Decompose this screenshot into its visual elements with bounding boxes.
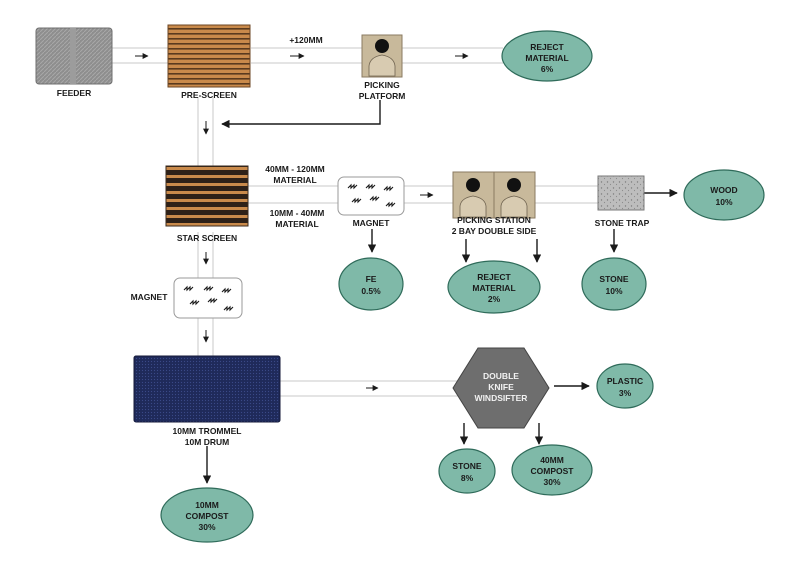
mid-fraction-label-2: MATERIAL — [273, 175, 316, 185]
magnet-icon — [183, 285, 234, 312]
pre-screen-label: PRE-SCREEN — [181, 90, 237, 100]
svg-text:10MM: 10MM — [195, 500, 219, 510]
conveyors — [112, 47, 598, 397]
output-plastic: PLASTIC 3% — [596, 363, 654, 409]
picker-person-icon — [368, 54, 396, 77]
windsifter-label-2: KNIFE — [488, 382, 514, 392]
fine-fraction-label-2: MATERIAL — [275, 219, 318, 229]
svg-text:10%: 10% — [605, 286, 622, 296]
magnet-2-label: MAGNET — [131, 292, 169, 302]
trommel: 10MM TROMMEL 10M DRUM — [133, 355, 281, 447]
svg-text:STONE: STONE — [599, 274, 628, 284]
windsifter-label-3: WINDSIFTER — [475, 393, 528, 403]
output-40mm-compost: 40MM COMPOST 30% — [511, 444, 593, 496]
picking-station: PICKING STATION 2 BAY DOUBLE SIDE — [452, 171, 537, 236]
svg-text:STONE: STONE — [452, 461, 481, 471]
picking-station-label-2: 2 BAY DOUBLE SIDE — [452, 226, 537, 236]
star-screen-label: STAR SCREEN — [177, 233, 237, 243]
windsifter-label-1: DOUBLE — [483, 371, 519, 381]
svg-text:WOOD: WOOD — [710, 185, 737, 195]
picker-person-icon — [459, 195, 487, 218]
output-wood: WOOD 10% — [683, 169, 765, 221]
picking-platform: PICKING PLATFORM — [359, 34, 406, 101]
svg-text:COMPOST: COMPOST — [186, 511, 230, 521]
magnet-icon — [347, 183, 396, 208]
mid-fraction-label-1: 40MM - 120MM — [265, 164, 325, 174]
svg-text:COMPOST: COMPOST — [531, 466, 575, 476]
output-reject-material-6: REJECT MATERIAL 6% — [501, 30, 593, 82]
svg-text:REJECT: REJECT — [530, 42, 564, 52]
flow-arrows — [135, 53, 469, 391]
trommel-label-2: 10M DRUM — [185, 437, 229, 447]
svg-text:8%: 8% — [461, 473, 474, 483]
picking-station-label-1: PICKING STATION — [457, 215, 531, 225]
svg-text:MATERIAL: MATERIAL — [472, 283, 515, 293]
svg-text:30%: 30% — [198, 522, 215, 532]
stone-trap: STONE TRAP — [595, 175, 650, 228]
svg-text:40MM: 40MM — [540, 455, 564, 465]
stone-trap-label: STONE TRAP — [595, 218, 650, 228]
feeder-label: FEEDER — [57, 88, 91, 98]
picking-platform-label-2: PLATFORM — [359, 91, 406, 101]
star-screen: STAR SCREEN — [165, 165, 249, 243]
output-stone-8: STONE 8% — [438, 448, 496, 494]
svg-text:FE: FE — [366, 274, 377, 284]
output-stone-10: STONE 10% — [581, 257, 647, 311]
fine-fraction-label-1: 10MM - 40MM — [270, 208, 325, 218]
svg-text:0.5%: 0.5% — [361, 286, 381, 296]
svg-text:2%: 2% — [488, 294, 501, 304]
output-10mm-compost: 10MM COMPOST 30% — [160, 487, 254, 543]
magnet-1: MAGNET — [337, 176, 405, 228]
svg-text:3%: 3% — [619, 388, 632, 398]
svg-text:MATERIAL: MATERIAL — [525, 53, 568, 63]
svg-text:10%: 10% — [715, 197, 732, 207]
picking-platform-label-1: PICKING — [364, 80, 400, 90]
output-reject-material-2: REJECT MATERIAL 2% — [447, 260, 541, 314]
svg-text:6%: 6% — [541, 64, 554, 74]
feeder: FEEDER — [35, 27, 113, 98]
pre-screen: PRE-SCREEN — [167, 24, 251, 100]
svg-text:PLASTIC: PLASTIC — [607, 376, 643, 386]
output-arrows — [202, 100, 678, 484]
svg-text:REJECT: REJECT — [477, 272, 511, 282]
picker-person-icon — [500, 195, 528, 218]
magnet-1-label: MAGNET — [353, 218, 391, 228]
output-fe: FE 0.5% — [338, 257, 404, 311]
svg-text:30%: 30% — [543, 477, 560, 487]
plus-120-flow-label: +120MM — [289, 35, 322, 45]
trommel-label-1: 10MM TROMMEL — [173, 426, 242, 436]
magnet-2: MAGNET — [131, 277, 243, 319]
windsifter: DOUBLE KNIFE WINDSIFTER — [452, 347, 550, 429]
